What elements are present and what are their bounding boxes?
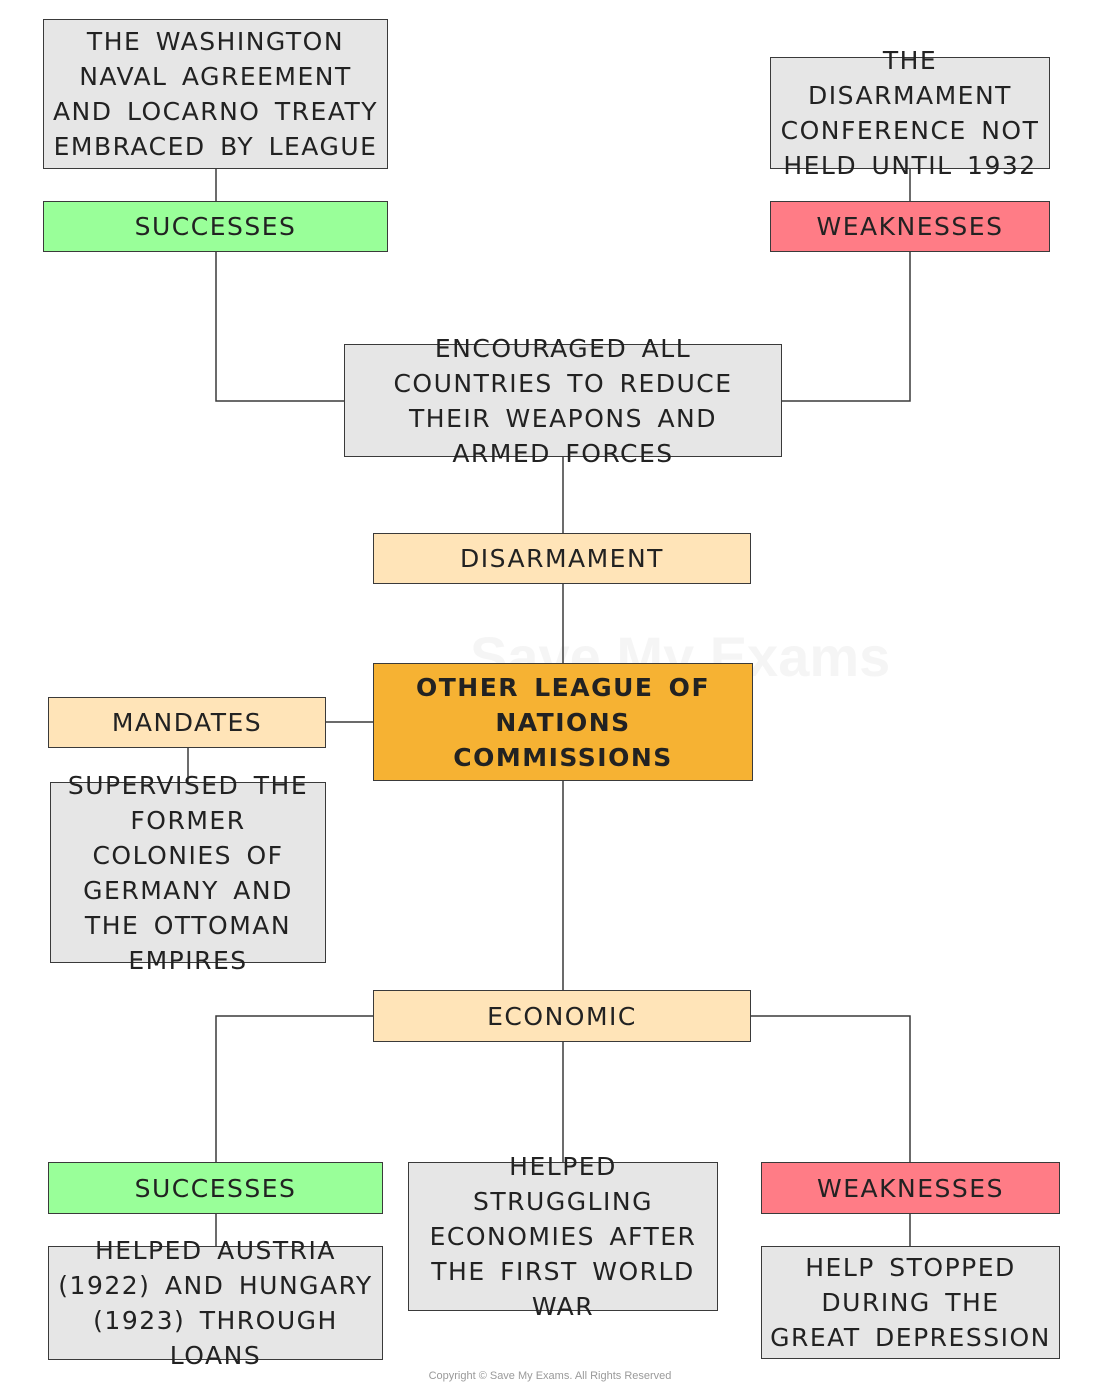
disarmament-successes-node: SUCCESSES: [43, 201, 388, 252]
mandates-node: MANDATES: [48, 697, 326, 748]
disarmament-node: DISARMAMENT: [373, 533, 751, 584]
economic-description: HELPED STRUGGLING ECONOMIES AFTER THE FI…: [408, 1152, 718, 1321]
disarmament-description: ENCOURAGED ALL COUNTRIES TO REDUCE THEIR…: [344, 334, 782, 468]
economic-weaknesses-node: WEAKNESSES: [761, 1162, 1060, 1214]
economic-success-detail: HELPED AUSTRIA (1922) AND HUNGARY (1923)…: [48, 1236, 383, 1370]
disarmament-weakness-detail: THE DISARMAMENT CONFERENCE NOT HELD UNTI…: [770, 46, 1050, 180]
mandates-detail: SUPERVISED THE FORMER COLONIES OF GERMAN…: [50, 771, 326, 975]
economic-node: ECONOMIC: [373, 990, 751, 1042]
connector-weaknesses-to-disarmament-desc: [781, 252, 911, 402]
economic-weakness-detail: HELP STOPPED DURING THE GREAT DEPRESSION: [761, 1246, 1060, 1359]
connector-economic-to-weaknesses: [751, 1015, 911, 1162]
central-node: OTHER LEAGUE OF NATIONS COMMISSIONS: [373, 663, 753, 781]
connector-economic-to-successes: [215, 1015, 373, 1162]
copyright-footer: Copyright © Save My Exams. All Rights Re…: [428, 1370, 672, 1382]
disarmament-weaknesses-node: WEAKNESSES: [770, 201, 1050, 252]
connector-successes-to-disarmament-desc: [215, 252, 345, 402]
economic-successes-node: SUCCESSES: [48, 1162, 383, 1214]
disarmament-success-detail: THE WASHINGTON NAVAL AGREEMENT AND LOCAR…: [43, 19, 388, 169]
